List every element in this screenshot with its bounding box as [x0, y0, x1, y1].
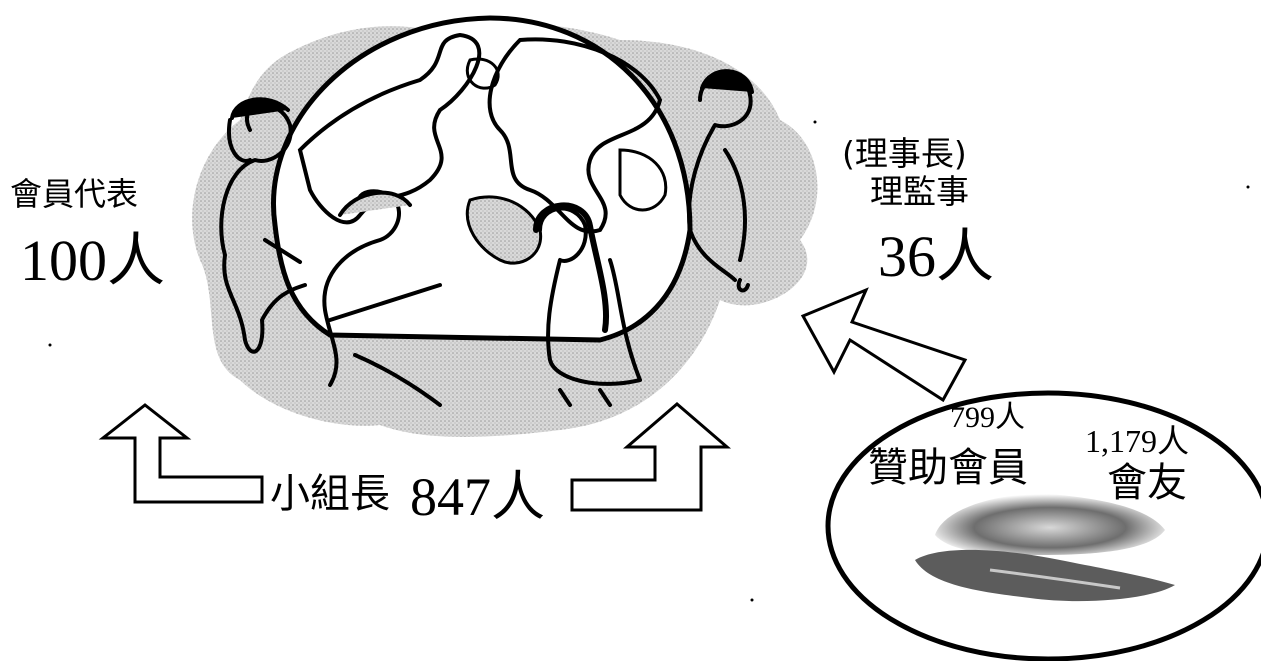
person-left-hair [230, 97, 290, 120]
continent-east [618, 148, 668, 212]
representatives-title: 會員代表 [10, 175, 139, 213]
person-center-right-hair [533, 202, 610, 333]
arrow-right-up [570, 402, 732, 512]
continent-americas [297, 32, 482, 225]
person-left [219, 102, 307, 354]
speck [813, 120, 817, 124]
continent-eurasia [487, 37, 663, 234]
representatives-count: 100人 [20, 228, 166, 293]
speck [750, 598, 754, 602]
group-leaders-title: 小組長 [270, 471, 390, 517]
sponsor-members-count: 799人 [950, 401, 1025, 434]
world-globe-illustration [271, 15, 693, 343]
globe-outline [271, 15, 693, 343]
children-holding-hands-illustration [219, 69, 754, 407]
arrow-diagonal [800, 287, 968, 403]
cupped-hands [915, 549, 1175, 602]
speck [1246, 185, 1250, 189]
speck [48, 343, 52, 347]
earth-in-hands [935, 494, 1165, 555]
sponsor-members-title: 贊助會員 [868, 445, 1028, 491]
directors-title: 理監事 [870, 172, 969, 211]
directors-role: (理事長) [842, 134, 967, 173]
person-middle-hat [338, 190, 412, 217]
person-center-right [538, 206, 642, 407]
cupped-hands-highlight [989, 568, 1121, 590]
hands-holding-earth-image [915, 494, 1175, 602]
directors-count: 36人 [878, 224, 995, 289]
continent-south [465, 195, 543, 265]
person-right-hair [700, 69, 754, 94]
arrow-left-up [98, 403, 264, 504]
continent-island [465, 57, 500, 90]
friends-count: 1,179人 [1085, 423, 1190, 459]
group-leaders-count: 847人 [410, 467, 545, 527]
friends-title: 會友 [1107, 460, 1187, 506]
